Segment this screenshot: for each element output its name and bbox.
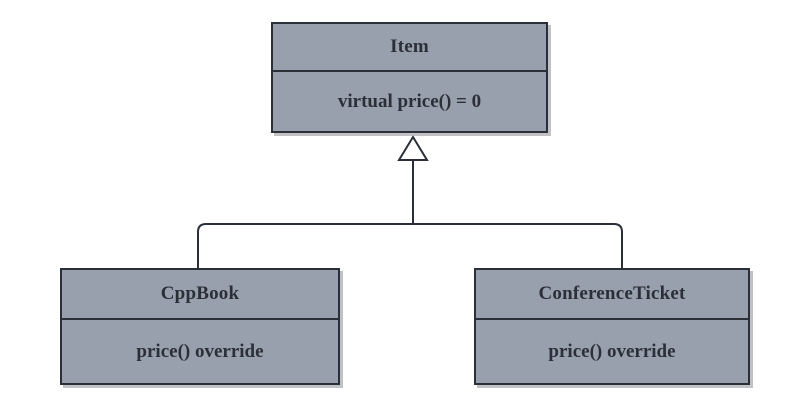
inheritance-branch-left [197,223,413,270]
uml-class-cppbook-name: CppBook [62,270,338,320]
uml-class-cppbook[interactable]: CppBook price() override [60,268,340,385]
uml-class-conferenceticket[interactable]: ConferenceTicket price() override [474,268,750,385]
uml-class-conferenceticket-name: ConferenceTicket [476,270,748,320]
uml-class-item-name: Item [273,24,546,72]
uml-class-item[interactable]: Item virtual price() = 0 [271,22,548,133]
uml-class-item-members: virtual price() = 0 [273,72,546,131]
uml-class-cppbook-members: price() override [62,320,338,383]
uml-class-conferenceticket-members: price() override [476,320,748,383]
inheritance-arrowhead-icon [397,135,429,161]
inheritance-branch-right [413,223,623,270]
